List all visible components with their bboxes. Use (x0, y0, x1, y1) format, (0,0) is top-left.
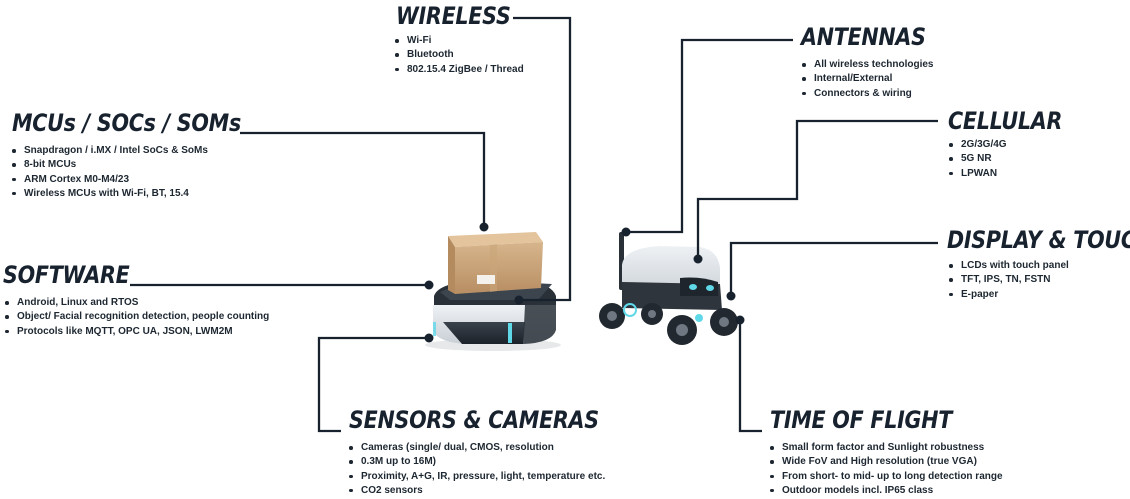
list-item: TFT, IPS, TN, FSTN (946, 273, 1069, 287)
list-item: 802.15.4 ZigBee / Thread (392, 63, 524, 77)
antennas-connector (626, 38, 793, 234)
wireless-list: Wi-Fi Bluetooth 802.15.4 ZigBee / Thread (392, 34, 524, 77)
display-connector-dot (726, 291, 736, 301)
sensors-title: SENSORS & CAMERAS (349, 406, 599, 434)
cellular-title: CELLULAR (948, 107, 1063, 135)
list-item: 5G NR (946, 152, 1007, 166)
list-item: All wireless technologies (799, 58, 933, 72)
mcus-connector (240, 131, 486, 227)
tof-title: TIME OF FLIGHT (770, 406, 953, 434)
antennas-connector-dot (621, 227, 631, 237)
cellular-connector-dot (693, 254, 703, 264)
list-item: Wide FoV and High resolution (true VGA) (767, 455, 1003, 469)
wireless-connector-dot (514, 295, 524, 305)
list-item: Bluetooth (392, 48, 524, 62)
list-item: Object/ Facial recognition detection, pe… (2, 310, 269, 324)
cellular-connector (696, 119, 938, 259)
list-item: From short- to mid- up to long detection… (767, 470, 1003, 484)
list-item: LCDs with touch panel (946, 259, 1069, 273)
list-item: 0.3M up to 16M) (346, 455, 605, 469)
display-title: DISPLAY & TOUCH (947, 226, 1130, 254)
list-item: Internal/External (799, 72, 933, 86)
display-list: LCDs with touch panel TFT, IPS, TN, FSTN… (946, 259, 1069, 302)
sensors-connector (317, 336, 429, 433)
list-item: 2G/3G/4G (946, 138, 1007, 152)
tof-connector-dot (735, 315, 745, 325)
antennas-list: All wireless technologies Internal/Exter… (799, 58, 933, 101)
list-item: Cameras (single/ dual, CMOS, resolution (346, 441, 605, 455)
sensors-connector-dot (424, 333, 434, 343)
list-item: 8-bit MCUs (9, 158, 208, 172)
list-item: Android, Linux and RTOS (2, 296, 269, 310)
list-item: Proximity, A+G, IR, pressure, light, tem… (346, 470, 605, 484)
wireless-connector (513, 16, 572, 302)
tof-connector (738, 320, 762, 433)
list-item: Wi-Fi (392, 34, 524, 48)
list-item: Outdoor models incl. IP65 class (767, 484, 1003, 498)
list-item: CO2 sensors (346, 484, 605, 498)
software-list: Android, Linux and RTOS Object/ Facial r… (2, 296, 269, 339)
list-item: Wireless MCUs with Wi-Fi, BT, 15.4 (9, 187, 208, 201)
tof-list: Small form factor and Sunlight robustnes… (767, 441, 1003, 498)
software-title: SOFTWARE (3, 261, 130, 289)
antennas-title: ANTENNAS (801, 23, 926, 51)
list-item: Connectors & wiring (799, 87, 933, 101)
display-connector (729, 241, 938, 296)
delivery-robot-with-box (425, 232, 561, 351)
list-item: Small form factor and Sunlight robustnes… (767, 441, 1003, 455)
software-connector-dot (424, 280, 434, 290)
mcus-title: MCUs / SOCs / SOMs (12, 109, 241, 137)
wireless-title: WIRELESS (396, 2, 511, 30)
list-item: ARM Cortex M0-M4/23 (9, 173, 208, 187)
list-item: Snapdragon / i.MX / Intel SoCs & SoMs (9, 144, 208, 158)
list-item: E-paper (946, 288, 1069, 302)
list-item: LPWAN (946, 167, 1007, 181)
mcus-list: Snapdragon / i.MX / Intel SoCs & SoMs 8-… (9, 144, 208, 201)
mcus-connector-dot (479, 222, 489, 232)
cellular-list: 2G/3G/4G 5G NR LPWAN (946, 138, 1007, 181)
sensors-list: Cameras (single/ dual, CMOS, resolution … (346, 441, 605, 498)
list-item: Protocols like MQTT, OPC UA, JSON, LWM2M (2, 325, 269, 339)
